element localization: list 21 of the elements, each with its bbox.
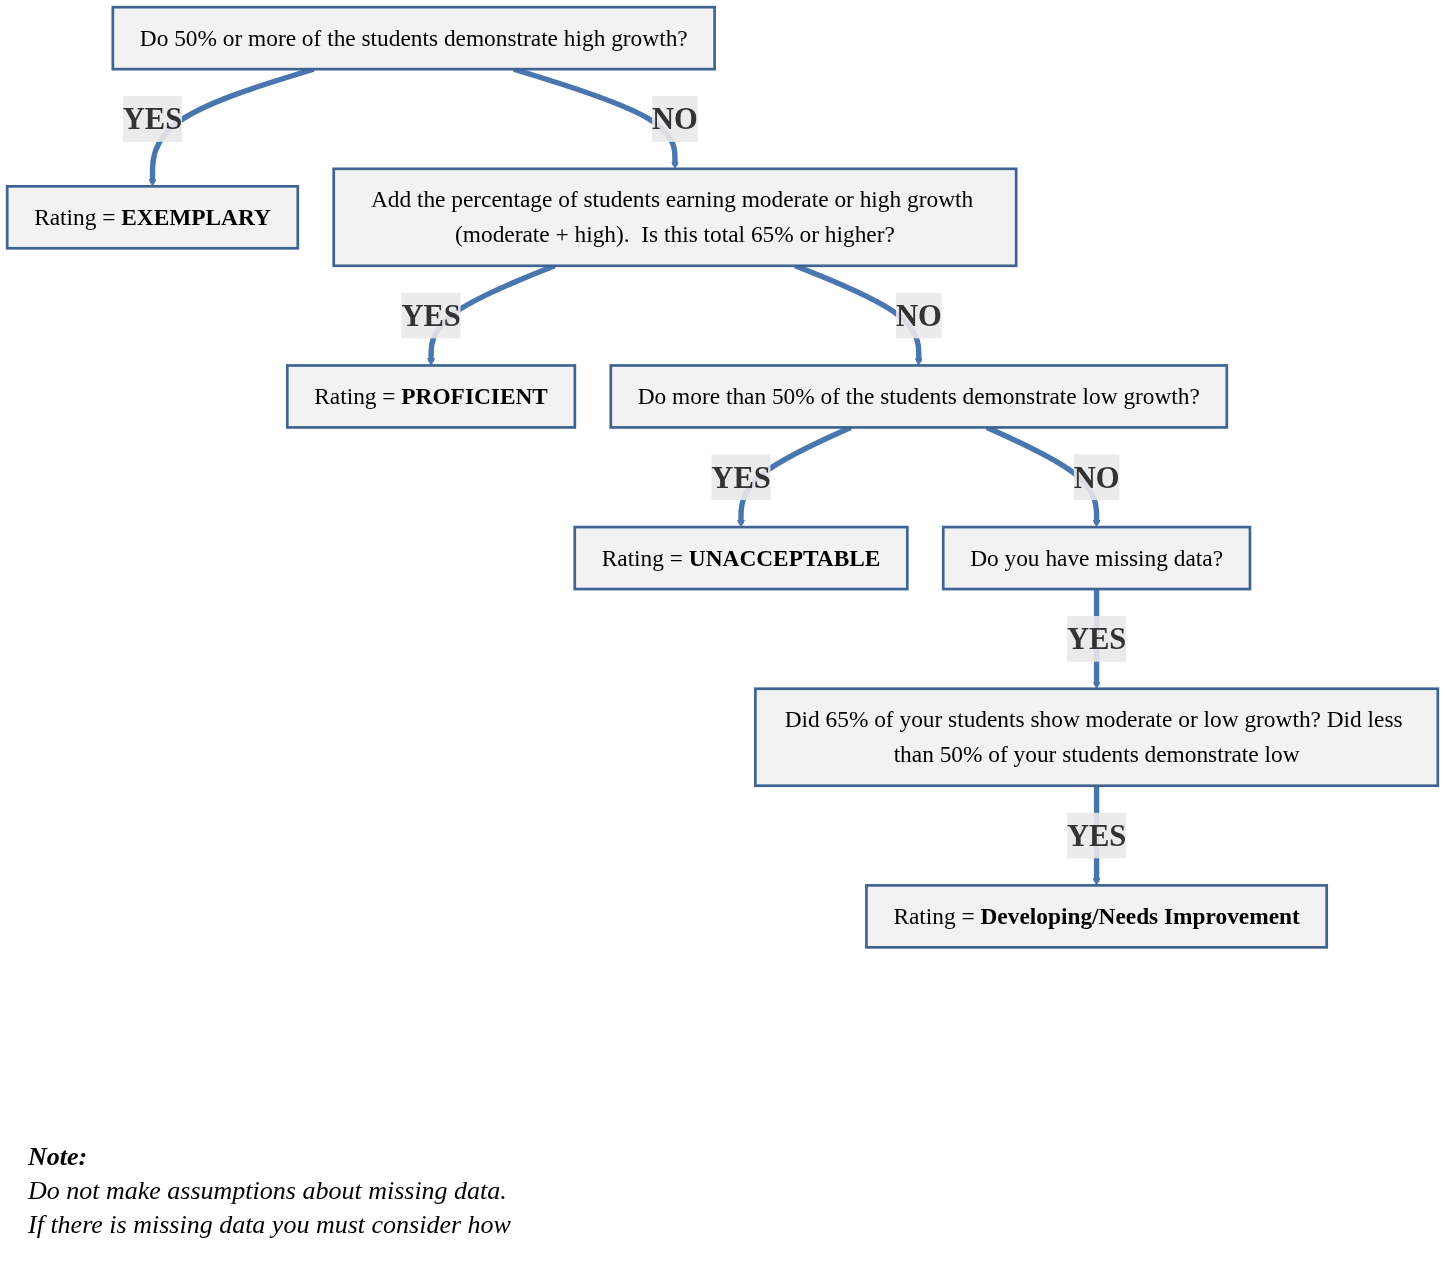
edge-label: YES: [1066, 622, 1127, 656]
node-box: [285, 364, 577, 429]
note-heading: Note:: [28, 1141, 88, 1173]
node-box: [573, 525, 909, 591]
node-box: [5, 185, 300, 250]
flowchart: YES NO YES NO YES NO YES YES Do 50% or more of the students demonstrate high growth? Rating = EXEMPLARY Add the percentage of students earning moderate or high growth (moderate + high). Is this total 65% or higher? Rating = PROFICIENT Do more than 50% of the students demonstrate low growth? Rating = UNACCEPTABLE Do you have missing data? Did 65% of your students show moderate or low growth? Did less than 50% of your students demonstrate low Rating = Developing/Needs Improvement: [0, 0, 1445, 955]
edge-label: YES: [401, 299, 461, 333]
node-box: [865, 884, 1329, 949]
node-box: [111, 5, 716, 71]
note-text: If there is missing data you must consider how: [28, 1209, 511, 1241]
edge-label: NO: [1073, 460, 1120, 494]
edge-label: NO: [895, 299, 942, 333]
note-text: Do not make assumptions about missing data.: [28, 1175, 507, 1207]
node-box: [609, 364, 1229, 429]
edge-label: YES: [122, 102, 183, 136]
edge-label: YES: [1066, 818, 1127, 853]
node-box: [332, 167, 1018, 268]
node-box: [754, 687, 1440, 788]
node-box: [941, 525, 1252, 591]
edge-label: YES: [711, 460, 771, 494]
edge-label: NO: [652, 102, 698, 136]
